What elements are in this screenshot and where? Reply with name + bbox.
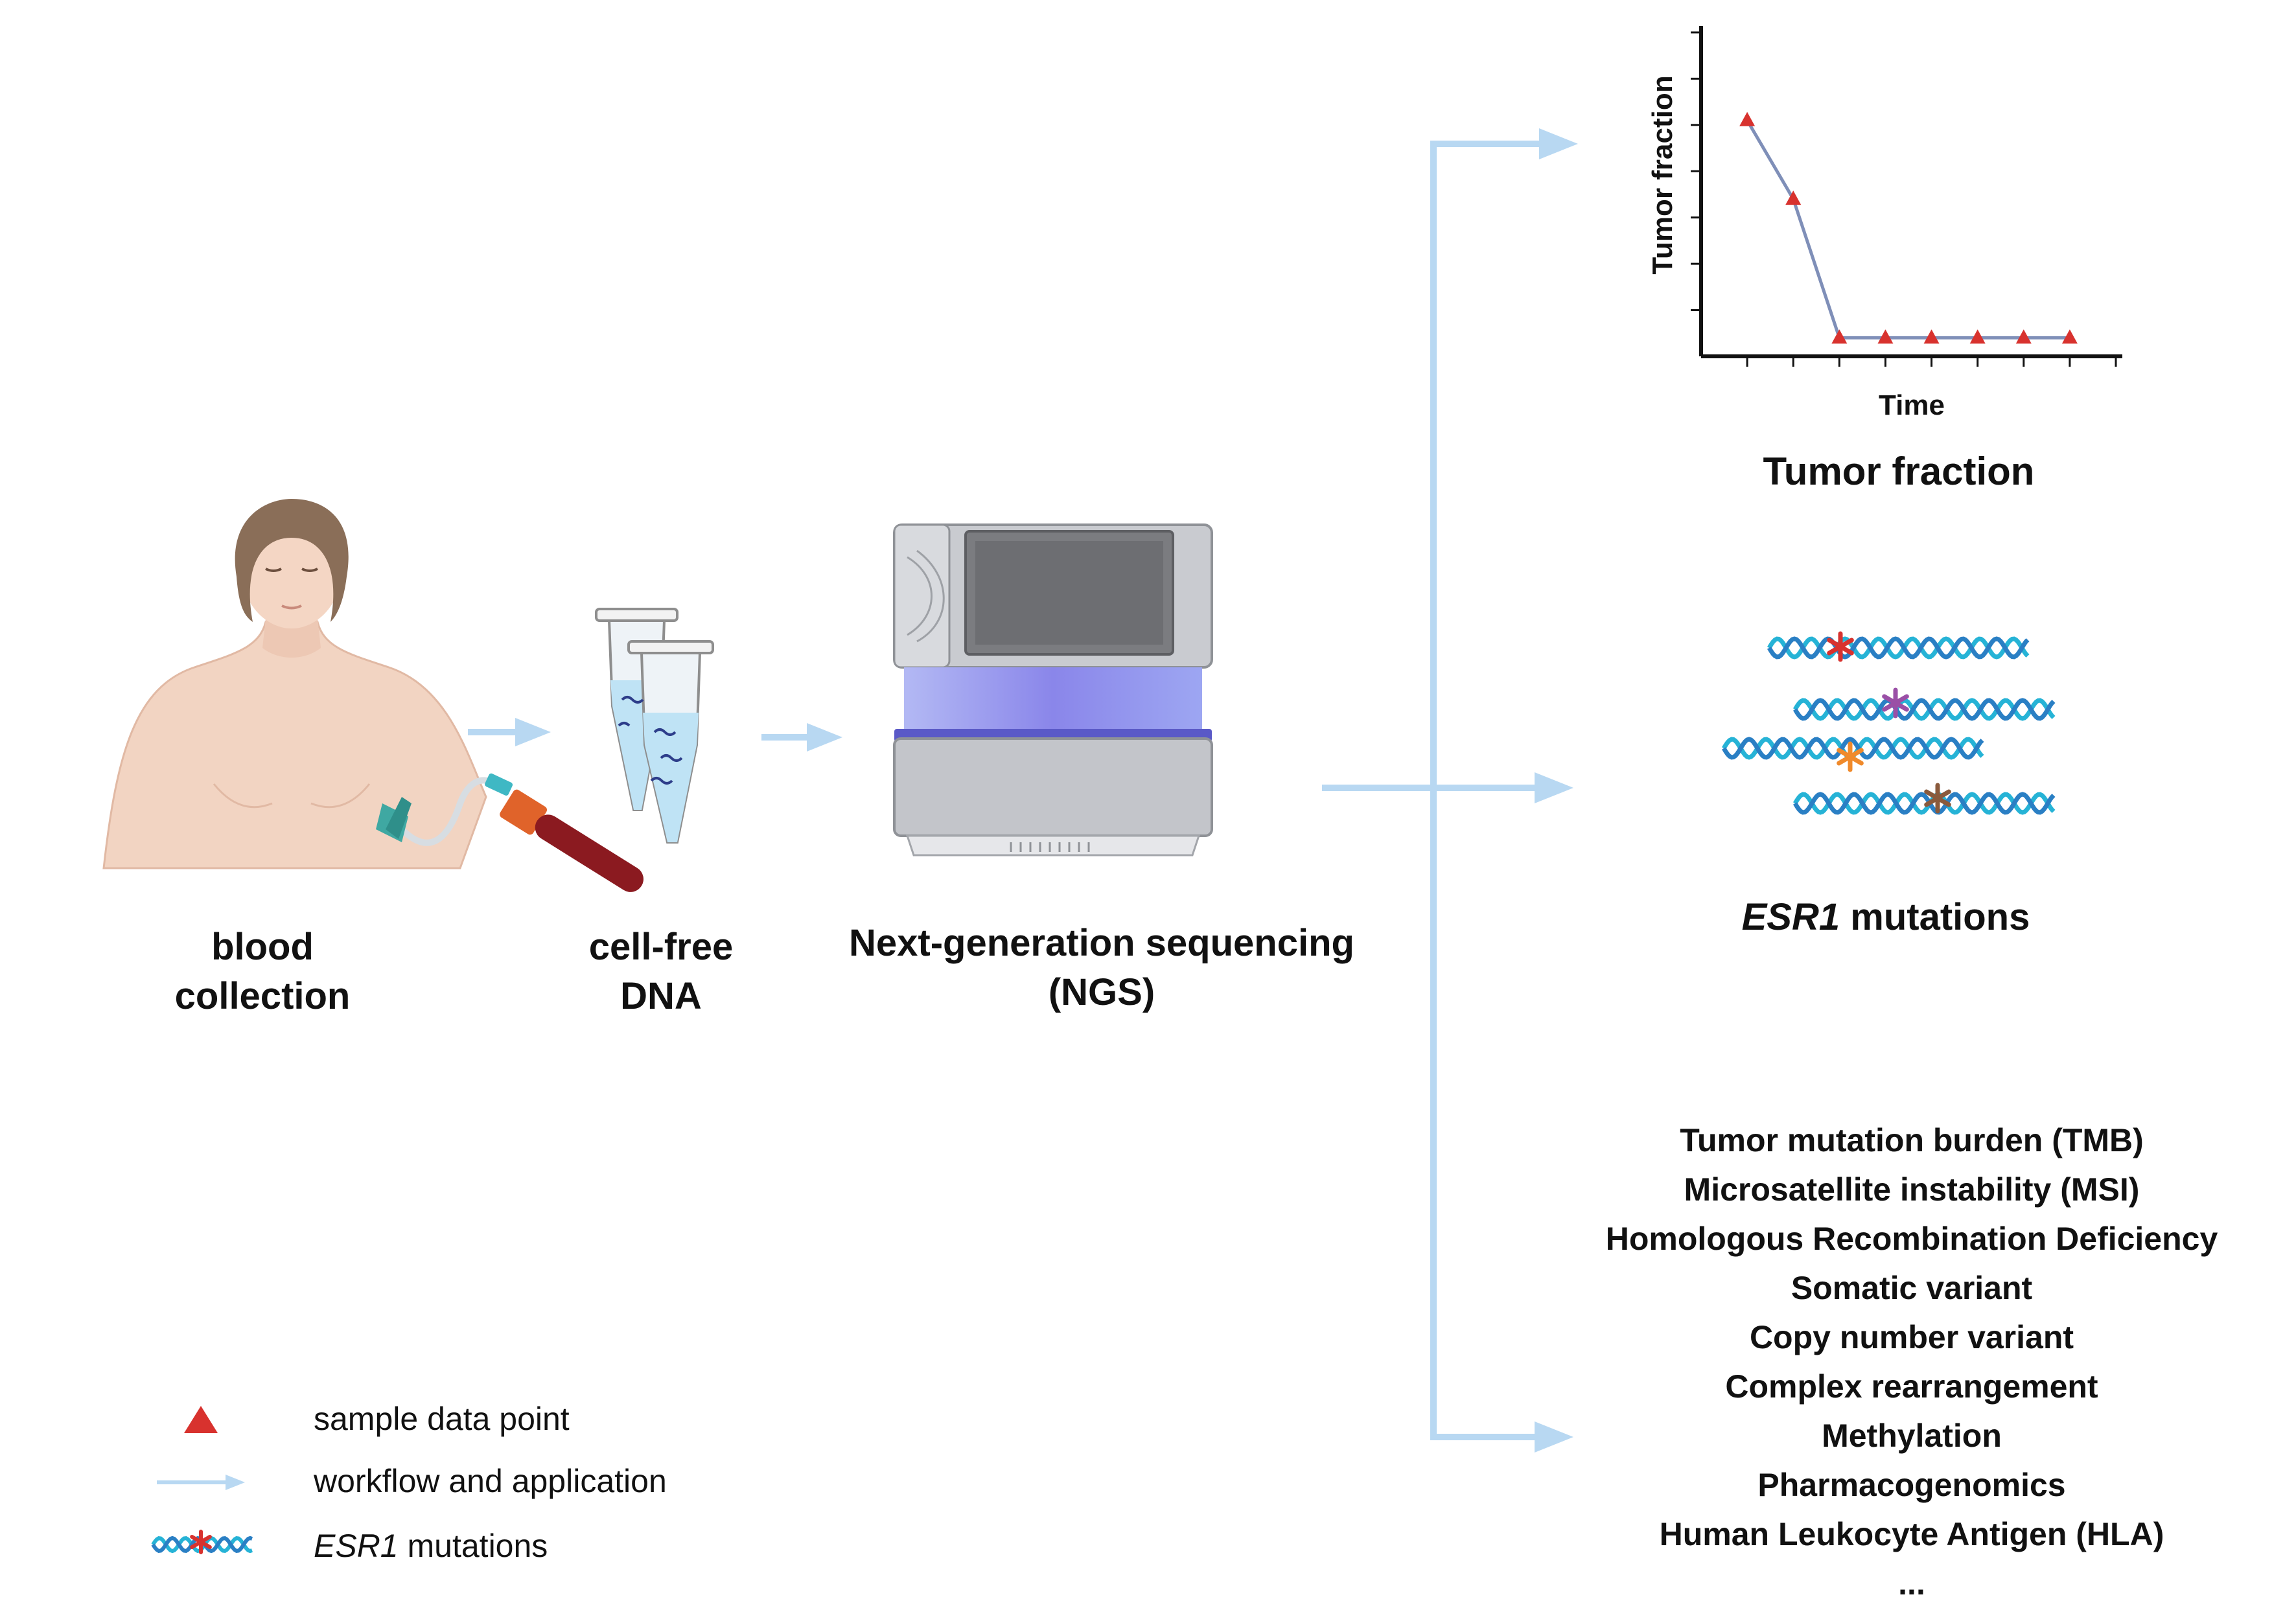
esr1-mutation-strands [1722, 631, 2056, 815]
application-somatic-variant: Somatic variant [1791, 1270, 2033, 1306]
esr1-gene-name: ESR1 [1741, 896, 1840, 938]
data-point [2061, 329, 2078, 344]
arrow-branch-to-tumor-fraction [1430, 128, 1578, 159]
mutation-star [190, 1535, 212, 1549]
legend-esr1-gene: ESR1 [314, 1528, 399, 1564]
chart-y-axis-label: Tumor fraction [1647, 75, 1678, 274]
arrow-cfdna-to-ngs [761, 723, 842, 752]
legend-workflow: workflow and application [314, 1463, 667, 1499]
tumor-fraction-chart: Time Tumor fraction [1647, 26, 2122, 421]
application-cnv: Copy number variant [1749, 1319, 2074, 1355]
application-complex-rearrangement: Complex rearrangement [1725, 1368, 2098, 1405]
legend-esr1-mutations: ESR1 mutations [314, 1526, 548, 1565]
application-hrd: Homologous Recombination Deficiency [1605, 1221, 2218, 1257]
data-point [1969, 329, 1986, 344]
step-label-blood-collection: blood collection [174, 926, 351, 1017]
red-triangle-icon [184, 1406, 218, 1433]
mutation-star [1827, 638, 1854, 656]
legend-sample-data-point: sample data point [314, 1401, 570, 1437]
application-msi: Microsatellite instability (MSI) [1684, 1171, 2140, 1208]
applications-list: Tumor mutation burden (TMB) Microsatelli… [1555, 1116, 2268, 1608]
arrow-ngs-to-branch [1322, 772, 1573, 803]
application-methylation: Methylation [1822, 1418, 2002, 1454]
sequencer-illustration [893, 523, 1213, 856]
esr1-caption: ESR1 mutations [1672, 893, 2100, 942]
mutation-star [1924, 789, 1951, 807]
mutation-star [1837, 748, 1864, 766]
dna-strand [1793, 792, 2056, 815]
patient-illustration [102, 499, 644, 892]
mutation-star [1882, 694, 1909, 712]
data-point [2015, 329, 2032, 344]
chart-x-axis-label: Time [1879, 389, 1945, 421]
data-point [1877, 329, 1894, 344]
application-hla: Human Leukocyte Antigen (HLA) [1659, 1516, 2164, 1552]
esr1-caption-rest: mutations [1840, 896, 2030, 938]
step-label-ngs: Next-generation sequencing (NGS) [849, 922, 1354, 1013]
dna-strand [1767, 636, 2030, 660]
dna-strand [1722, 737, 1984, 760]
arrow-branch-to-applications [1430, 1421, 1573, 1453]
application-pharmacogenomics: Pharmacogenomics [1757, 1467, 2066, 1503]
tumor-fraction-caption: Tumor fraction [1763, 450, 2035, 493]
application-ellipsis: ... [1898, 1565, 1925, 1602]
data-point [1785, 190, 1802, 205]
arrow-icon [157, 1475, 245, 1490]
chart-points [1739, 111, 2078, 344]
chart-axes [1691, 26, 2122, 367]
chart-series-line [1745, 119, 2070, 339]
dna-strand [1793, 698, 2056, 721]
step-label-cfdna: cell-free DNA [588, 926, 734, 1017]
series-line [1745, 119, 2070, 339]
application-tmb: Tumor mutation burden (TMB) [1680, 1122, 2144, 1158]
data-point [1739, 111, 1756, 126]
cfdna-tubes-illustration [595, 608, 714, 844]
data-point [1831, 329, 1848, 344]
dna-strand [1793, 792, 2056, 815]
dna-strand [1767, 636, 2030, 660]
arrow-collection-to-cfdna [468, 718, 551, 746]
data-point [1923, 329, 1940, 344]
dna-mutation-icon [151, 1530, 253, 1554]
dna-strand [1793, 698, 2056, 721]
legend-esr1-rest: mutations [398, 1528, 548, 1564]
